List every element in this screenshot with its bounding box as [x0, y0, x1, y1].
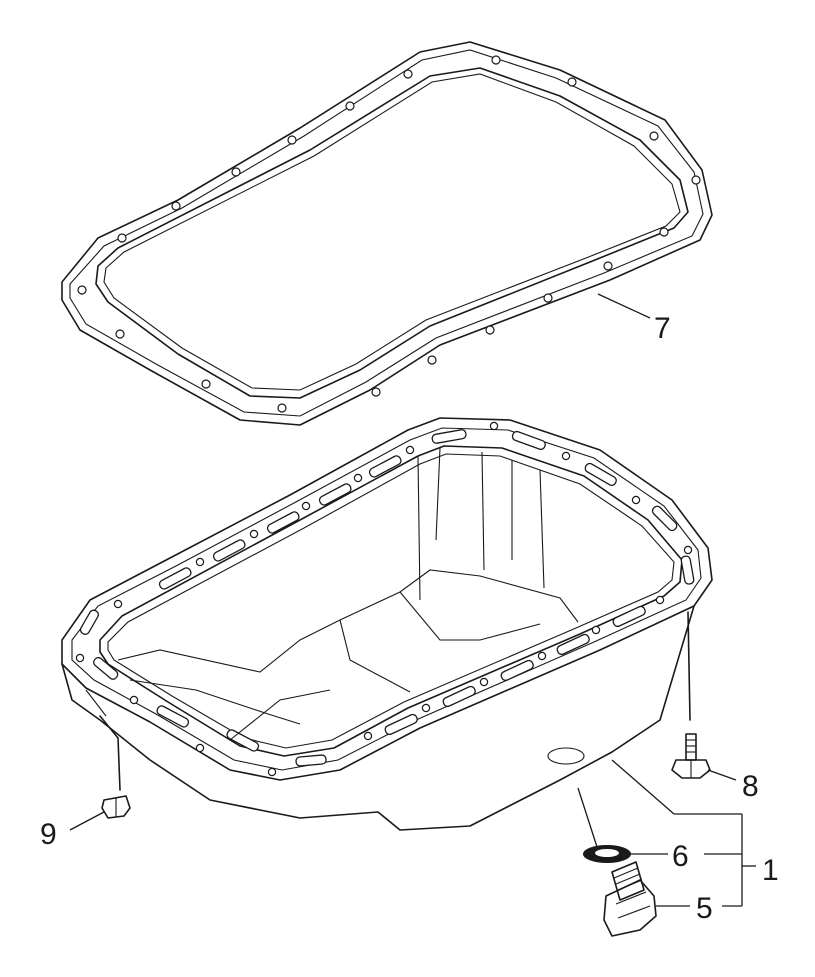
- gasket-bolt-holes: [77, 55, 701, 413]
- callout-9: 9: [40, 818, 57, 851]
- oil-pan-part: [61, 417, 713, 831]
- callout-7: 7: [654, 312, 671, 345]
- leader-lines: [69, 293, 756, 907]
- drain-plug-part: [603, 861, 657, 937]
- gasket-part: [61, 41, 713, 426]
- bolt-part: [671, 733, 711, 779]
- callout-labels: 7 1 8 9 6 5: [40, 312, 779, 925]
- callout-5: 5: [696, 892, 713, 925]
- oil-pan-bolt-holes: [75, 421, 693, 777]
- oil-pan-slots: [79, 429, 695, 767]
- callout-8: 8: [742, 770, 759, 803]
- washer-part: [583, 845, 631, 863]
- callout-6: 6: [672, 840, 689, 873]
- callout-1: 1: [762, 854, 779, 887]
- nut-part: [101, 795, 131, 819]
